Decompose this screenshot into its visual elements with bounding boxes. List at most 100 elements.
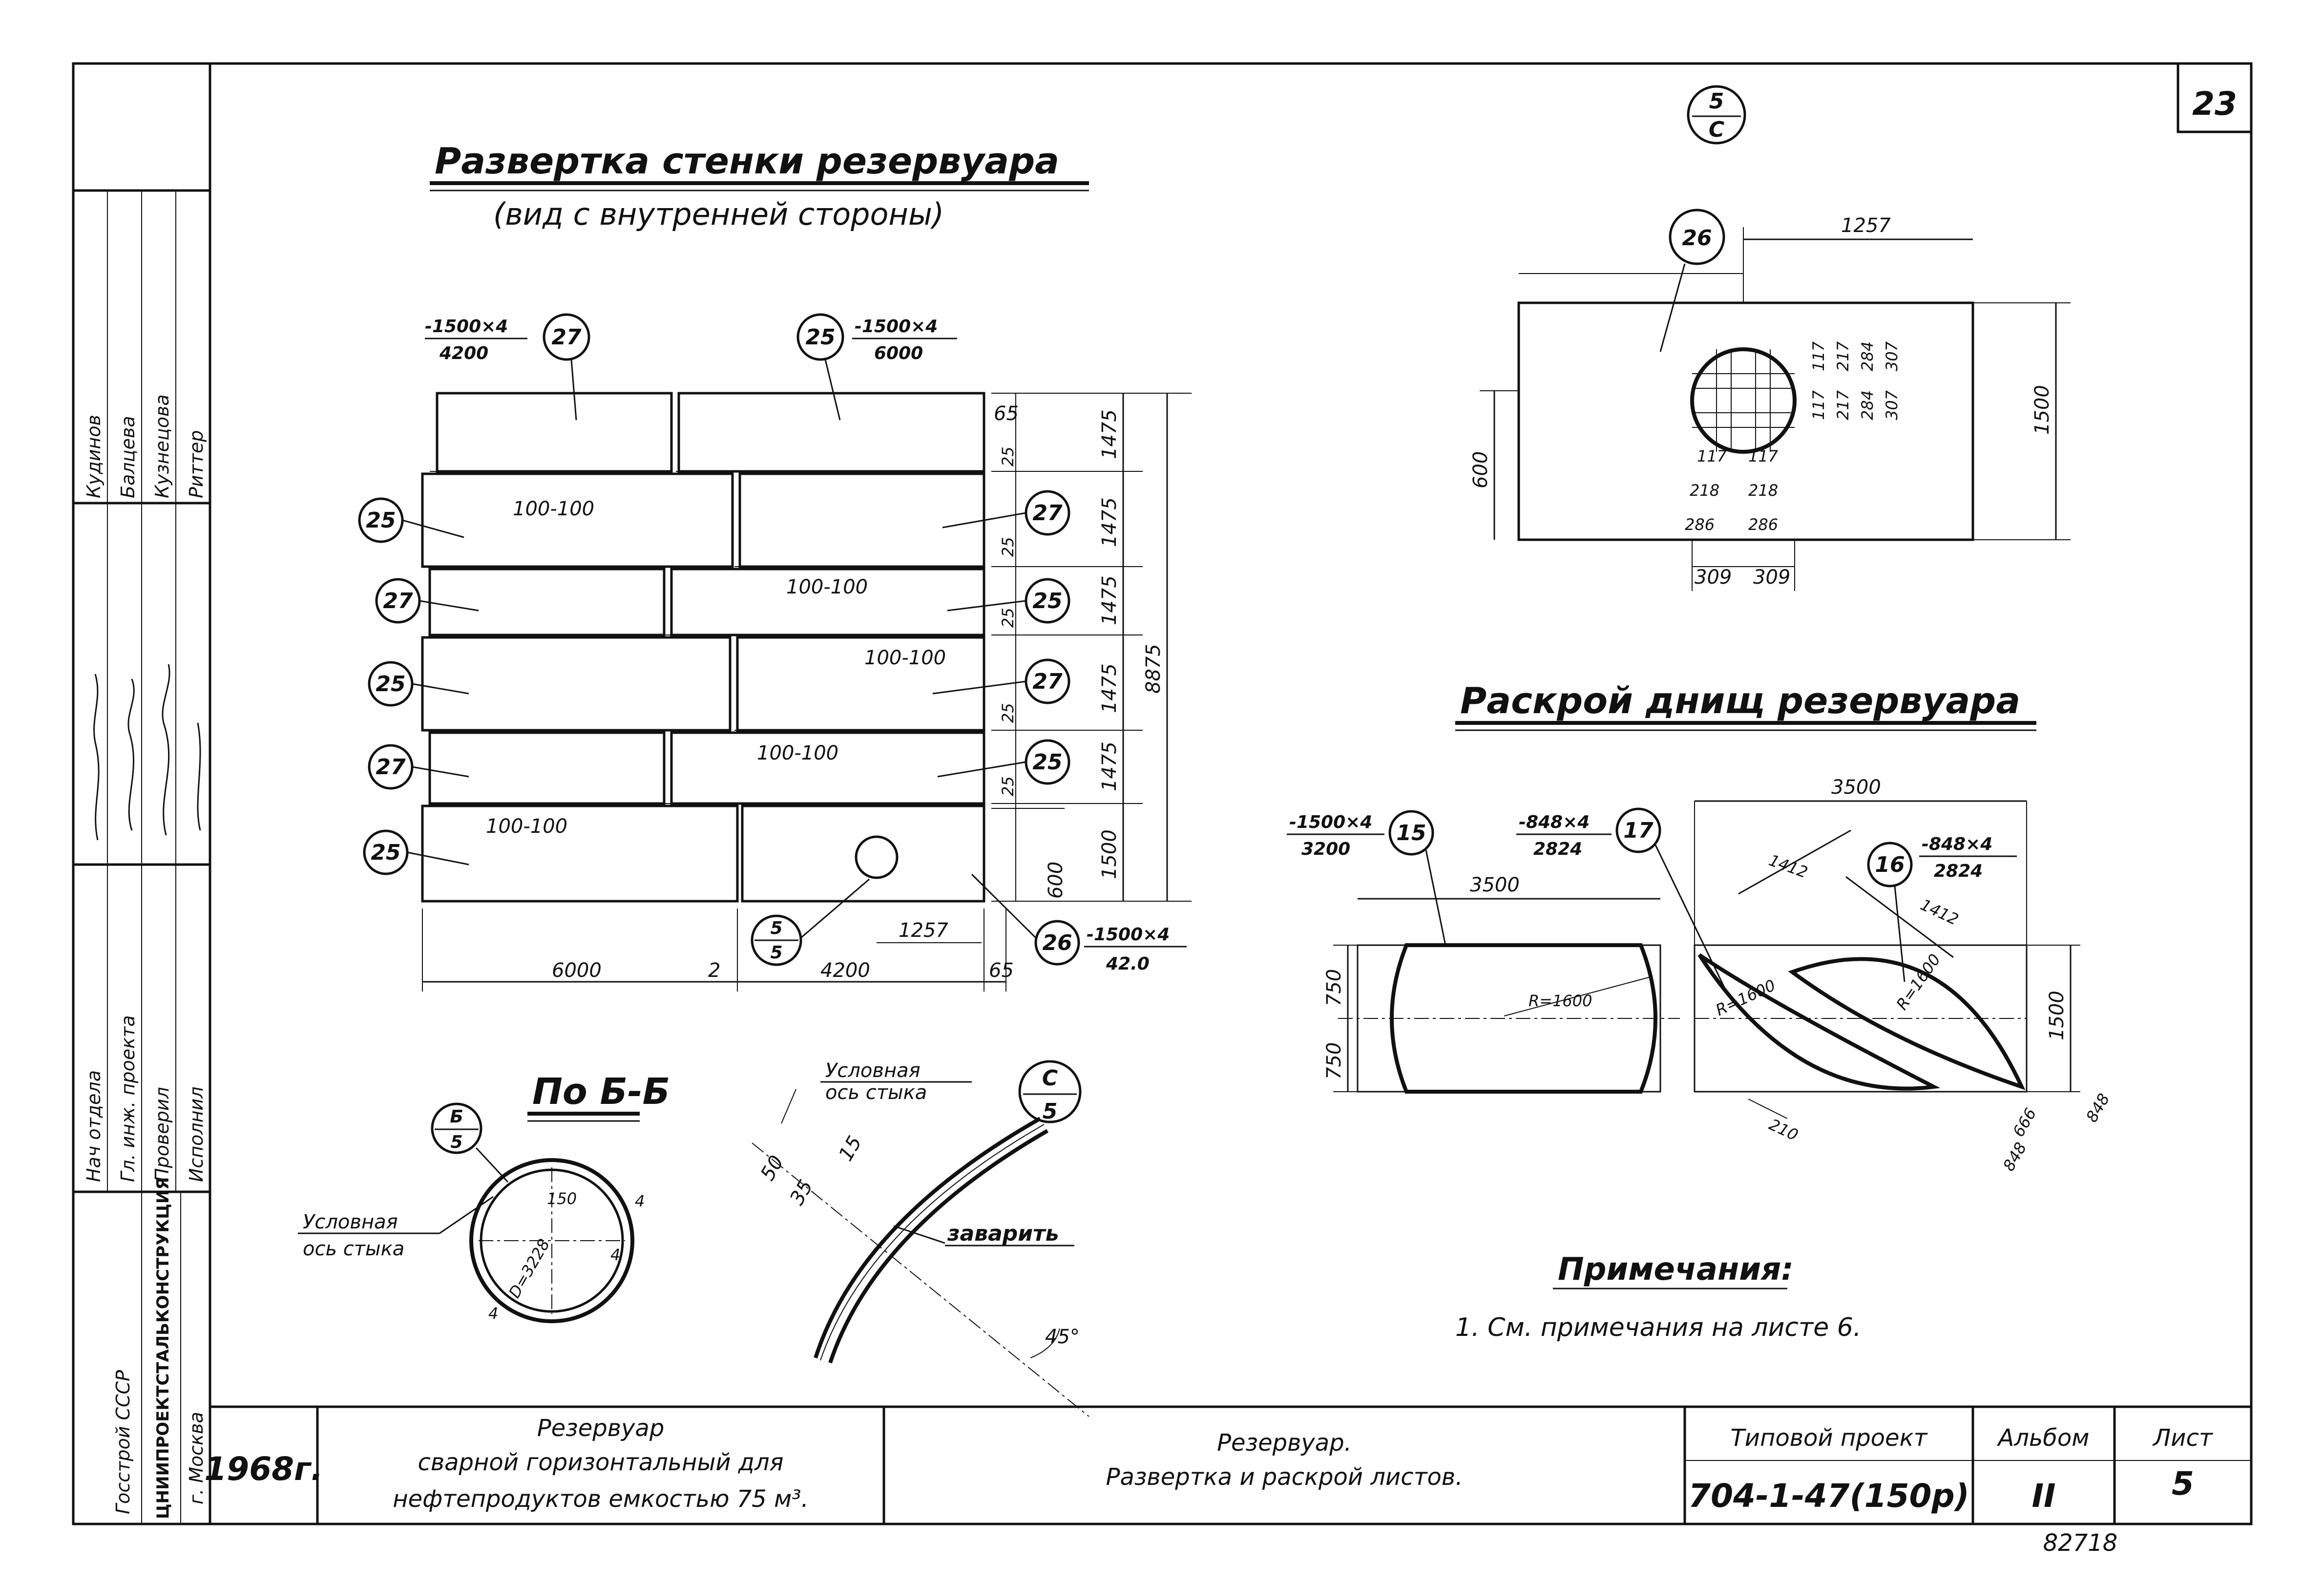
sheet-frame: [72, 62, 2253, 1525]
plates1617-dim-666: 666: [2009, 1105, 2040, 1140]
tb-project-label: Типовой проект: [1730, 1424, 1928, 1452]
wall-title: Развертка стенки резервуара: [435, 140, 1059, 182]
sheet-number: 23: [2192, 85, 2237, 123]
bottom-plate-15: [1390, 943, 1657, 1094]
sectionB-title: По Б-Б: [532, 1071, 670, 1113]
detail5-grid-v-1: 117: [1809, 390, 1828, 420]
detail5-grid-h-5: 286: [1685, 515, 1715, 534]
sectionB-dim-4a: 4: [635, 1192, 645, 1210]
tb-sheet-value: 5: [2172, 1465, 2194, 1502]
dim-1475-5: 1475: [1098, 741, 1121, 791]
plate-26-spec-bottom: 42.0: [1106, 954, 1150, 974]
plates1617-dim-848b: 848: [1999, 1139, 2030, 1174]
plate-25-spec-top: -1500×4: [855, 317, 938, 337]
detail5-grid-v-7: 307: [1883, 390, 1901, 420]
detail5-grid-v-6: 284: [1858, 341, 1877, 371]
detail-c: С 5 Условная ось стыка 50 35 15 заварить…: [752, 1059, 1089, 1417]
seam-label-4: 100-100: [757, 742, 838, 764]
plate16-spec-top: -848×4: [1922, 834, 1992, 854]
plate15-spec-top: -1500×4: [1289, 812, 1372, 832]
sectionB-axis-1: Условная: [303, 1211, 398, 1233]
detail5-grid-h-1: 117: [1697, 447, 1727, 465]
wall-development: Развертка стенки резервуара (вид с внутр…: [358, 140, 1192, 992]
plate17-spec-top: -848×4: [1519, 812, 1590, 832]
stamp-name-3: Кузнецова: [151, 394, 173, 498]
detail5-dim-600: 600: [1469, 451, 1492, 488]
marker-27-top: 27: [551, 325, 582, 350]
marker-25-top: 25: [805, 325, 835, 350]
sheet-number-box: [2177, 62, 2253, 133]
sectionB-dim-4b: 4: [610, 1246, 620, 1264]
registry-number: 82718: [2043, 1529, 2118, 1557]
detail5-grid-v-4: 217: [1834, 341, 1852, 371]
signature-3: [162, 664, 170, 836]
marker-25-right2: 25: [1032, 589, 1062, 613]
dim-bottom-6000: 6000: [552, 959, 602, 982]
tb-drawing-1: Резервуар.: [1217, 1429, 1352, 1457]
seam-label-3: 100-100: [864, 647, 946, 669]
bottoms-title: Раскрой днищ резервуара: [1460, 680, 2020, 722]
side-stamp: Кудинов Балцева Кузнецова Риттер Нач отд…: [73, 189, 210, 1524]
notes: Примечания: 1. См. примечания на листе 6…: [1455, 1251, 1861, 1342]
bottom-plate-16: [1788, 957, 2026, 1090]
detail-5-plate: 5 С 1257 1500 600 117 117 217 217 284 28…: [1469, 85, 2071, 591]
notes-title: Примечания:: [1558, 1251, 1794, 1288]
plate-25-spec-bottom: 6000: [874, 343, 923, 363]
detail5-grid-h-7: 309: [1695, 566, 1732, 589]
detailC-ref-top: С: [1042, 1066, 1058, 1091]
title-block: 1968г. Резервуар сварной горизонтальный …: [204, 1407, 2251, 1524]
stamp-name-2: Балцева: [117, 416, 139, 498]
marker-17: 17: [1623, 818, 1654, 843]
sectionB-diameter: D=3228: [505, 1236, 553, 1301]
notes-item-1: 1. См. примечания на листе 6.: [1455, 1313, 1861, 1342]
detail5-grid-h-3: 218: [1690, 481, 1719, 500]
marker-27-row5: 27: [376, 755, 406, 780]
section-b-b: По Б-Б D=3228 150 4 4 4 Б 5 Условная ось…: [298, 1071, 670, 1323]
plate-27-spec-bottom: 4200: [439, 343, 488, 363]
ref5-bottom: 5: [770, 943, 782, 963]
dim-600: 600: [1045, 862, 1067, 899]
dim-25-3: 25: [999, 608, 1017, 628]
detail5-ref-bottom: С: [1709, 117, 1724, 142]
detailC-dim-35: 35: [786, 1176, 817, 1209]
detail5-grid-h-6: 286: [1748, 515, 1778, 534]
plate-27-spec-top: -1500×4: [425, 317, 508, 337]
wall-subtitle: (вид с внутренней стороны): [493, 196, 944, 232]
detail5-grid-v-2: 117: [1809, 341, 1828, 371]
dim-65-top: 65: [994, 402, 1019, 425]
stamp-gosstroy: Госстрой СССР: [112, 1370, 134, 1514]
detailC-weld-note: заварить: [947, 1221, 1059, 1246]
marker-27-right1: 27: [1032, 501, 1063, 526]
plates1617-dim-1412a: 1412: [1766, 851, 1810, 882]
plate16-spec-bottom: 2824: [1934, 861, 1983, 881]
sectionB-dim-4c: 4: [488, 1304, 498, 1323]
tb-album-label: Альбом: [1997, 1424, 2090, 1452]
marker-15: 15: [1396, 821, 1426, 846]
plates1617-dim-1412b: 1412: [1918, 895, 1962, 929]
seam-label-2: 100-100: [786, 576, 868, 598]
marker-27-right3: 27: [1032, 669, 1063, 694]
plate17-spec-bottom: 2824: [1533, 839, 1582, 859]
tb-object-2: сварной горизонтальный для: [418, 1449, 783, 1476]
stamp-role-1: Нач отдела: [83, 1070, 105, 1182]
detail5-grid-v-8: 307: [1883, 341, 1901, 371]
detailC-axis-2: ось стыка: [825, 1081, 927, 1104]
stamp-role-4: Исполнил: [186, 1086, 207, 1182]
plate15-dim-750b: 750: [1323, 1042, 1345, 1079]
stamp-role-3: Проверил: [151, 1087, 173, 1182]
sectionB-dim-150: 150: [547, 1189, 577, 1208]
stamp-name-4: Риттер: [186, 430, 207, 498]
dim-25-1: 25: [999, 446, 1017, 466]
signature-4: [197, 722, 201, 831]
plate15-dim-750a: 750: [1323, 969, 1345, 1006]
manhole-opening: [855, 835, 899, 879]
stamp-org: ЦНИИПРОЕКТСТАЛЬКОНСТРУКЦИЯ: [153, 1177, 173, 1519]
tb-drawing-2: Развертка и раскрой листов.: [1106, 1463, 1463, 1491]
marker-26-bottom: 26: [1042, 930, 1072, 955]
seam-label-5: 100-100: [486, 815, 567, 838]
nozzle-circle: [1690, 347, 1797, 454]
plate-26-spec-top: -1500×4: [1087, 925, 1170, 945]
detail5-ref-top: 5: [1709, 89, 1724, 114]
tb-sheet-label: Лист: [2152, 1424, 2214, 1452]
sectionB-ref-top: Б: [450, 1107, 463, 1127]
